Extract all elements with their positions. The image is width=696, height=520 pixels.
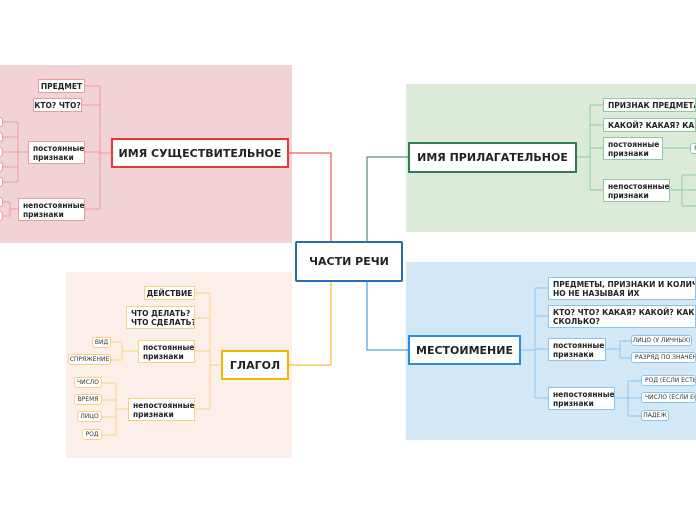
- verb-leaf-conjugation[interactable]: СПРЯЖЕНИЕ: [68, 354, 111, 365]
- adjective-variable-features[interactable]: непостоянные признаки: [603, 179, 670, 202]
- verb-leaf-tense[interactable]: ВРЕМЯ: [74, 394, 102, 405]
- noun-leaf-stub[interactable]: [0, 211, 3, 221]
- verb-constant-features[interactable]: постоянные признаки: [138, 340, 195, 363]
- pronoun-node[interactable]: МЕСТОИМЕНИЕ: [408, 335, 521, 365]
- pronoun-variable-features[interactable]: непостоянные признаки: [548, 387, 615, 410]
- pronoun-leaf-person[interactable]: ЛИЦО (У ЛИЧНЫХ): [631, 335, 692, 346]
- noun-item-subject[interactable]: ПРЕДМЕТ: [38, 79, 85, 93]
- verb-variable-features[interactable]: непостоянные признаки: [128, 398, 195, 421]
- noun-item-question[interactable]: КТО? ЧТО?: [33, 98, 82, 112]
- noun-leaf-stub[interactable]: [0, 197, 3, 207]
- adjective-item-feature[interactable]: ПРИЗНАК ПРЕДМЕТА: [603, 98, 696, 112]
- verb-leaf-person[interactable]: ЛИЦО: [77, 411, 102, 422]
- noun-constant-features[interactable]: постоянные признаки: [28, 141, 85, 164]
- verb-leaf-number[interactable]: ЧИСЛО: [74, 377, 102, 388]
- noun-leaf-stub[interactable]: [0, 117, 3, 127]
- pronoun-leaf-gender[interactable]: РОД (ЕСЛИ ЕСТЬ): [641, 375, 696, 386]
- noun-variable-features[interactable]: непостоянные признаки: [18, 198, 85, 221]
- pronoun-item-meaning[interactable]: ПРЕДМЕТЫ, ПРИЗНАКИ И КОЛИЧЕСТВО, НО НЕ Н…: [548, 277, 696, 300]
- adjective-constant-features[interactable]: постоянные признаки: [603, 137, 663, 160]
- pronoun-leaf-number[interactable]: ЧИСЛО (ЕСЛИ ЕСТЬ): [641, 392, 696, 403]
- noun-leaf-stub[interactable]: [0, 147, 3, 157]
- verb-item-question[interactable]: ЧТО ДЕЛАТЬ? ЧТО СДЕЛАТЬ?: [126, 306, 195, 329]
- noun-node[interactable]: ИМЯ СУЩЕСТВИТЕЛЬНОЕ: [111, 138, 289, 168]
- noun-leaf-stub[interactable]: [0, 132, 3, 142]
- pronoun-leaf-case[interactable]: ПАДЕЖ: [641, 410, 669, 421]
- verb-leaf-gender[interactable]: РОД: [82, 429, 102, 440]
- verb-item-action[interactable]: ДЕЙСТВИЕ: [144, 286, 195, 300]
- pronoun-leaf-category[interactable]: РАЗРЯД ПО ЗНАЧЕНИЮ: [631, 352, 696, 363]
- pronoun-item-question[interactable]: КТО? ЧТО? КАКАЯ? КАКОЙ? КАКИЕ? СКОЛЬКО?: [548, 305, 696, 328]
- verb-node[interactable]: ГЛАГОЛ: [221, 350, 289, 380]
- verb-leaf-aspect[interactable]: ВИД: [92, 337, 111, 348]
- noun-leaf-stub[interactable]: [0, 162, 3, 172]
- adjective-constant-leaf[interactable]: Р: [690, 143, 696, 154]
- center-node[interactable]: ЧАСТИ РЕЧИ: [295, 241, 403, 282]
- noun-leaf-stub[interactable]: [0, 177, 3, 187]
- adjective-item-question[interactable]: КАКОЙ? КАКАЯ? КАКИЕ?: [603, 118, 696, 132]
- adjective-node[interactable]: ИМЯ ПРИЛАГАТЕЛЬНОЕ: [408, 142, 577, 173]
- pronoun-constant-features[interactable]: постоянные признаки: [548, 338, 606, 361]
